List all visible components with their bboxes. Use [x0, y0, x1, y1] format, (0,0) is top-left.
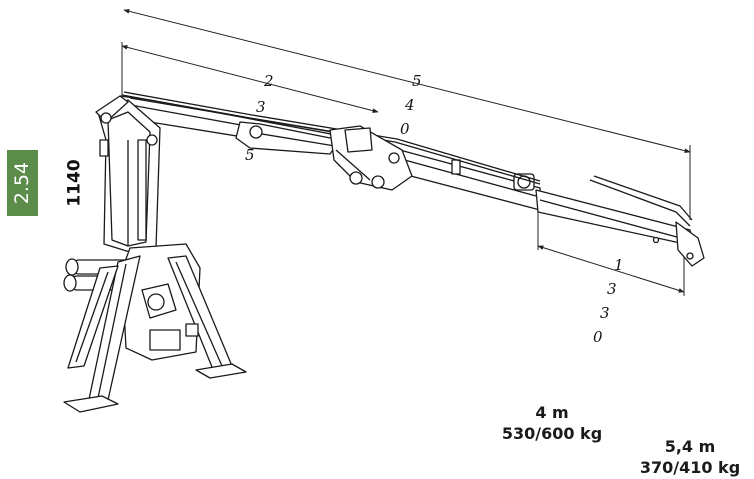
reach-distance: 5,4 m	[664, 437, 716, 456]
dimension-extension-digit: 3	[607, 280, 617, 298]
dimension-extension-digit: 1	[614, 256, 624, 274]
crane-cylinder	[235, 121, 413, 191]
dimension-extension-label: 1 3 3 0	[593, 256, 624, 346]
page-number: 2.54	[11, 161, 34, 205]
dimension-height: 1140	[60, 150, 90, 216]
reach-spec-1: 4 m 530/600 kg	[490, 402, 614, 444]
dimension-height-label: 1140	[65, 159, 86, 207]
dimension-total-reach	[123, 8, 691, 220]
dimension-total-digit: 5	[412, 72, 422, 90]
dimension-extension-digit: 0	[593, 328, 603, 346]
dimension-extension	[537, 212, 685, 296]
dimension-main-arm	[121, 42, 379, 113]
reach-spec-2: 5,4 m 370/410 kg	[632, 436, 748, 478]
dimension-arm-digit: 3	[256, 98, 266, 116]
crane-column	[95, 95, 161, 253]
reach-capacity: 530/600 kg	[501, 424, 603, 443]
crane-base	[63, 243, 247, 413]
dimension-total-label: 5 4 0	[400, 72, 422, 138]
dimension-arm-digit: 5	[245, 146, 255, 164]
dimension-total-digit: 4	[404, 96, 415, 114]
reach-capacity: 370/410 kg	[639, 458, 741, 477]
dimension-total-digit: 0	[400, 120, 410, 138]
dimension-extension-digit: 3	[600, 304, 610, 322]
dimension-arm-digit: 2	[263, 72, 274, 90]
page-number-badge: 2.54	[7, 150, 38, 216]
reach-distance: 4 m	[535, 403, 569, 422]
dimension-arm-label: 2 3 5	[245, 72, 274, 164]
